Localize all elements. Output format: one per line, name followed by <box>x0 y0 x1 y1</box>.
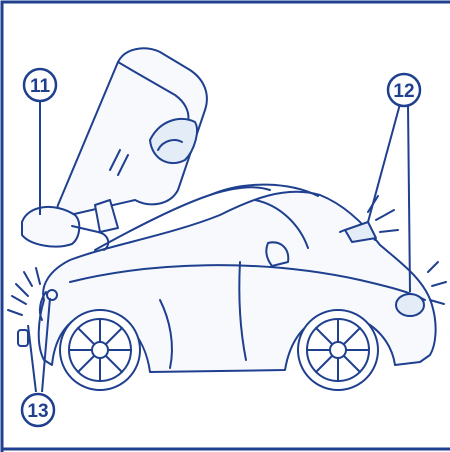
leader-13a <box>28 325 36 392</box>
callout-12: 12 <box>388 74 420 106</box>
callout-12-label: 12 <box>393 81 414 102</box>
leader-12a <box>368 104 400 222</box>
toy-car <box>18 185 436 390</box>
callout-11-label: 11 <box>30 76 51 97</box>
leader-12b <box>408 104 410 292</box>
callout-13-label: 13 <box>27 401 48 422</box>
rays-top-front <box>24 268 40 286</box>
rays-top-light <box>368 196 398 232</box>
front-bumper-light <box>18 330 28 346</box>
rear-light <box>396 294 424 316</box>
callout-11: 11 <box>24 69 56 101</box>
front-wheel <box>60 310 140 390</box>
rear-wheel <box>298 310 378 390</box>
rays-front-light <box>8 284 28 315</box>
rays-rear-light <box>428 262 446 304</box>
callout-13: 13 <box>22 394 54 426</box>
handset-base <box>22 207 79 247</box>
